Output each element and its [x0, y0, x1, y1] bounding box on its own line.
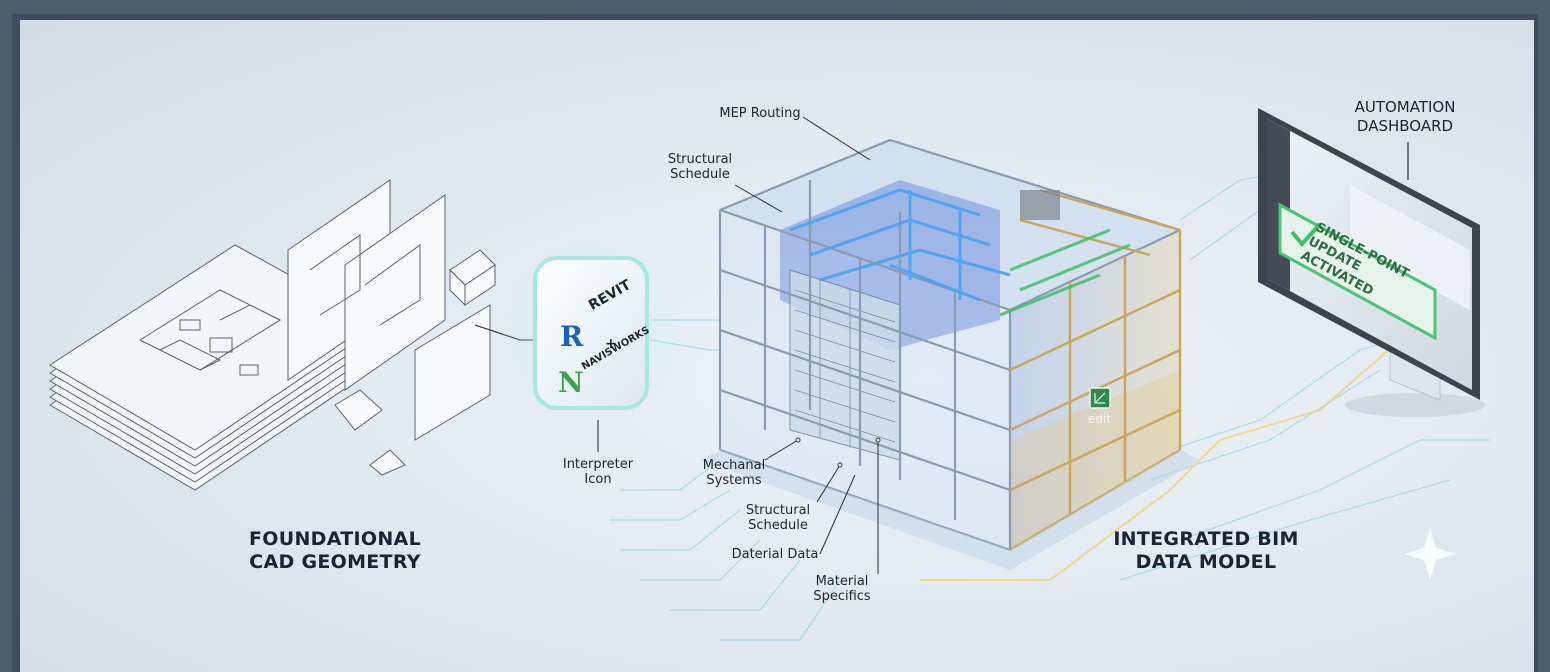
gold-circuit-line	[920, 339, 1401, 581]
mechanical-systems-label: Mechanal Systems	[694, 458, 774, 488]
structural-schedule-top-label: Structural Schedule	[660, 152, 740, 182]
structural-bottom-line2: Schedule	[748, 518, 808, 533]
revit-logo: R	[560, 320, 584, 353]
cad-heading-line1: FOUNDATIONAL	[249, 528, 421, 550]
edit-label: edit	[1088, 412, 1112, 426]
floor-plan-lines	[139, 289, 282, 376]
navisworks-logo: N	[558, 366, 584, 399]
callout-leaders	[734, 116, 879, 574]
automation-monitor	[1258, 108, 1485, 417]
interpreter-caption-line1: Interpreter	[562, 457, 634, 472]
interpreter-icon	[533, 256, 649, 410]
automation-heading: AUTOMATION DASHBOARD	[1330, 98, 1480, 136]
cad-heading-line2: CAD GEOMETRY	[249, 551, 421, 573]
material-data-label: Daterial Data	[731, 547, 819, 562]
bim-heading-line2: DATA MODEL	[1135, 551, 1277, 573]
sparkle-icon	[1404, 528, 1456, 580]
material-specifics-line1: Material	[815, 574, 869, 589]
diagram-scene	[49, 108, 1490, 641]
automation-heading-line2: DASHBOARD	[1356, 117, 1454, 135]
mechanical-line2: Systems	[706, 473, 762, 488]
interpreter-caption: Interpreter Icon	[550, 457, 646, 487]
bim-heading: INTEGRATED BIM DATA MODEL	[1100, 528, 1312, 574]
interpreter-caption-line2: Icon	[584, 472, 612, 487]
floating-plan-sheets	[287, 179, 496, 476]
mep-routing-label: MEP Routing	[719, 106, 801, 121]
check-icon	[1290, 222, 1322, 248]
material-specifics-label: Material Specifics	[802, 574, 882, 604]
mechanical-line1: Mechanal	[702, 458, 766, 473]
structural-top-line2: Schedule	[670, 167, 730, 182]
update-banner	[1278, 202, 1437, 341]
plus-sign: +	[605, 336, 617, 352]
cad-heading: FOUNDATIONAL CAD GEOMETRY	[220, 528, 450, 574]
structural-bottom-line1: Structural	[745, 503, 811, 518]
bim-building	[700, 138, 1200, 570]
bim-heading-line1: INTEGRATED BIM	[1113, 528, 1299, 550]
structural-schedule-bottom-label: Structural Schedule	[738, 503, 818, 533]
illustration-canvas: FOUNDATIONAL CAD GEOMETRY INTEGRATED BIM…	[20, 20, 1534, 672]
automation-heading-line1: AUTOMATION	[1354, 98, 1456, 116]
material-specifics-line2: Specifics	[813, 589, 871, 604]
structural-top-line1: Structural	[667, 152, 733, 167]
